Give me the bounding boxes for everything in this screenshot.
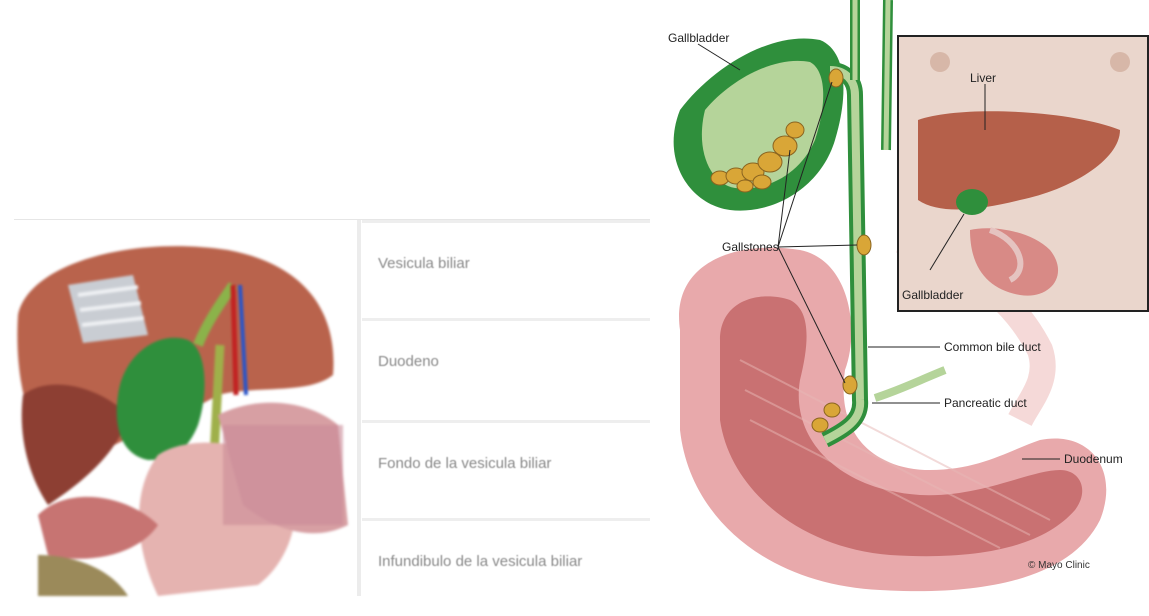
answer-option-3[interactable]: Fondo de la vesicula biliar [362, 420, 650, 518]
column-divider [357, 220, 361, 596]
credit-text: © Mayo Clinic [1028, 560, 1090, 571]
inset-label-gallbladder: Gallbladder [902, 288, 963, 302]
answer-option-1[interactable]: Vesicula biliar [362, 220, 650, 318]
label-common-bile-duct: Common bile duct [944, 340, 1041, 354]
answer-option-1-label: Vesicula biliar [378, 255, 470, 272]
label-gallstones: Gallstones [722, 240, 779, 254]
label-pancreatic-duct: Pancreatic duct [944, 396, 1027, 410]
answer-option-2-label: Duodeno [378, 353, 439, 370]
anatomy-thumbnail [8, 225, 353, 596]
answer-option-2[interactable]: Duodeno [362, 318, 650, 416]
label-duodenum: Duodenum [1064, 452, 1123, 466]
inset-label-liver: Liver [970, 71, 996, 85]
label-gallbladder: Gallbladder [668, 31, 729, 45]
biliary-illustration: Gallbladder Gallstones Common bile duct … [650, 0, 1149, 596]
answer-option-4-label: Infundibulo de la vesicula biliar [378, 553, 582, 570]
answer-list: Vesicula biliar Duodeno Fondo de la vesi… [362, 220, 650, 596]
answer-option-3-label: Fondo de la vesicula biliar [378, 455, 551, 472]
answer-option-4[interactable]: Infundibulo de la vesicula biliar [362, 518, 650, 616]
quiz-panel: Vesicula biliar Duodeno Fondo de la vesi… [0, 0, 650, 596]
